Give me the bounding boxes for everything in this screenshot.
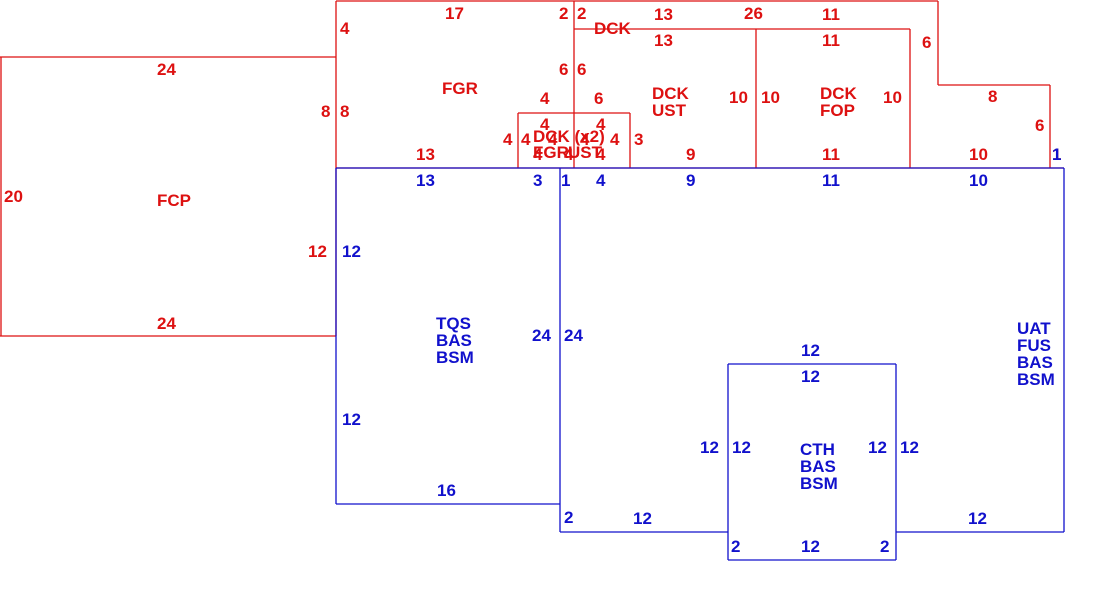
dimension-label: 8 — [988, 87, 997, 106]
dimension-label: 12 — [342, 410, 361, 429]
dimension-label: 10 — [969, 145, 988, 164]
area-name-uat: BAS — [1017, 353, 1053, 372]
dimension-label: 12 — [732, 438, 751, 457]
dimension-label: 4 — [596, 171, 606, 190]
dimension-label: 11 — [822, 5, 840, 24]
dimension-label: 24 — [157, 60, 176, 79]
dimension-label: 6 — [559, 60, 568, 79]
dimension-label: 11 — [822, 145, 840, 164]
area-name-dck-x2: UST — [568, 143, 603, 162]
area-name-cth: BSM — [800, 474, 838, 493]
lower-level-outlines — [335, 167, 1065, 561]
dimension-label: 17 — [445, 4, 464, 23]
dimension-label: 13 — [654, 31, 673, 50]
dimension-label: 2 — [577, 4, 586, 23]
area-name-dck-x2: FGR — [533, 143, 569, 162]
dimension-label: 9 — [686, 145, 695, 164]
dimension-label: 11 — [822, 31, 840, 50]
dimension-label: 12 — [342, 242, 361, 261]
area-name-tqs: BSM — [436, 348, 474, 367]
dimension-label: 12 — [700, 438, 719, 457]
area-name-dck-fop: DCK — [820, 84, 858, 103]
dimension-label: 12 — [633, 509, 652, 528]
dimension-label: 10 — [729, 88, 748, 107]
dimension-label: 8 — [340, 102, 349, 121]
dimension-label: 13 — [416, 171, 435, 190]
dimension-label: 12 — [801, 367, 820, 386]
dimension-label: 24 — [532, 326, 551, 345]
dimension-label: 4 — [503, 130, 513, 149]
dimension-label: 12 — [308, 242, 327, 261]
dimension-label: 4 — [533, 145, 543, 164]
dimension-label: 4 — [540, 115, 550, 134]
dimension-label: 4 — [540, 89, 550, 108]
area-name-tqs: BAS — [436, 331, 472, 350]
dimension-label: 4 — [340, 19, 350, 38]
dimension-label: 20 — [4, 187, 23, 206]
area-name-cth: CTH — [800, 440, 835, 459]
dimension-label: 24 — [157, 314, 176, 333]
area-name-dck-top: DCK — [594, 19, 632, 38]
dimension-label: 4 — [610, 130, 620, 149]
dimension-label: 6 — [594, 89, 603, 108]
dimension-label: 3 — [533, 171, 542, 190]
dimension-label: 4 — [596, 145, 606, 164]
dimension-label: 3 — [634, 130, 643, 149]
area-name-dck-x2: DCK (x2) — [533, 127, 605, 146]
area-name-dck-fop: FOP — [820, 101, 855, 120]
dimension-label: 1 — [1052, 145, 1061, 164]
dimension-label: 8 — [321, 102, 330, 121]
dimension-label: 10 — [969, 171, 988, 190]
dimension-label: 1 — [561, 171, 570, 190]
dimension-label: 12 — [968, 509, 987, 528]
dimension-label: 6 — [922, 33, 931, 52]
dimension-label: 2 — [731, 537, 740, 556]
dimension-label: 26 — [744, 4, 763, 23]
area-name-uat: BSM — [1017, 370, 1055, 389]
dimension-label: 12 — [801, 537, 820, 556]
dimension-label: 4 — [564, 145, 574, 164]
dimension-label: 9 — [686, 171, 695, 190]
dimension-label: 24 — [564, 326, 583, 345]
dimension-label: 6 — [1035, 116, 1044, 135]
area-name-uat: FUS — [1017, 336, 1051, 355]
dimension-label: 12 — [900, 438, 919, 457]
area-name-cth: BAS — [800, 457, 836, 476]
area-name-dck-ust: DCK — [652, 84, 690, 103]
area-name-tqs: TQS — [436, 314, 471, 333]
area-name-fgr: FGR — [442, 79, 478, 98]
dimension-label: 6 — [577, 60, 586, 79]
dimension-label: 2 — [559, 4, 568, 23]
dimension-label: 4 — [596, 115, 606, 134]
dimension-label: 12 — [868, 438, 887, 457]
dimension-label: 4 — [521, 130, 531, 149]
dimension-label: 13 — [416, 145, 435, 164]
dimension-label: 2 — [880, 537, 889, 556]
dimension-label: 2 — [564, 508, 573, 527]
dimension-label: 13 — [654, 5, 673, 24]
dimension-label: 16 — [437, 481, 456, 500]
dimension-label: 4 — [548, 130, 558, 149]
area-name-fcp: FCP — [157, 191, 191, 210]
dimension-label: 10 — [761, 88, 780, 107]
dimension-label: 12 — [801, 341, 820, 360]
dimension-label: 10 — [883, 88, 902, 107]
dimension-label: 11 — [822, 171, 840, 190]
dimension-label: 1 — [1052, 145, 1061, 164]
dimension-label: 4 — [580, 130, 590, 149]
area-name-uat: UAT — [1017, 319, 1051, 338]
area-name-dck-ust: UST — [652, 101, 687, 120]
